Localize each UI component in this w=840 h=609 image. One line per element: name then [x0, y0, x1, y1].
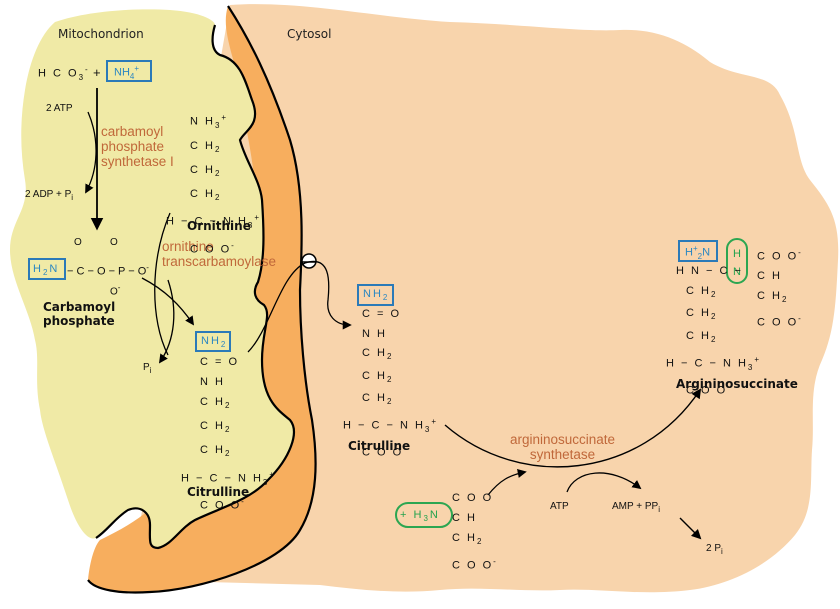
ornithine-name: Ornithine	[187, 219, 251, 233]
cp-bottom-o: O-	[110, 283, 121, 298]
atp-amp-arrow	[566, 472, 642, 493]
cp-backbone: − C − O − P − O-	[67, 263, 149, 278]
carbamoyl-to-citrulline-arrow	[141, 277, 195, 326]
amp-ppi-label: AMP + PPi	[612, 501, 661, 514]
mitochondrion-region	[10, 9, 294, 548]
citrulline-cyto-name: Citrulline	[348, 439, 411, 453]
ass-main-arrow	[444, 388, 702, 468]
argininosuccinate-name: Argininosuccinate	[676, 377, 798, 391]
atp-to-adp-arrow	[85, 111, 97, 194]
aspartate-in-arrow	[487, 468, 527, 496]
cp-top-o2: O	[110, 237, 118, 248]
citrulline-mito-amine: NH2	[201, 335, 228, 350]
bicarbonate: H C O3-	[38, 65, 90, 82]
citrulline-export-arrow	[247, 260, 352, 353]
citrulline-mito-structure: C = O N H C H2 C H2 C H2 H − C − N H3+ C…	[181, 356, 277, 513]
argininosuccinate-link-highlight	[726, 238, 748, 284]
argininosuccinate-left-structure: H N − C − C H2 C H2 C H2 H − C − N H3+ C…	[666, 265, 762, 397]
citrulline-cyto-amine: NH2	[363, 288, 390, 303]
aspartate-structure: C O O C H C H2 C O O-	[452, 492, 498, 572]
citrulline-cyto-amine-box	[357, 284, 394, 306]
argininosuccinate-imine-box	[678, 240, 718, 262]
plus-sign: +	[93, 65, 101, 80]
pi-release-arrow	[158, 279, 175, 364]
pi-released: Pi	[143, 362, 152, 375]
cp-top-o: O	[74, 237, 82, 248]
cp-amine-highlight-box	[28, 258, 66, 280]
two-pi-label: 2 Pi	[706, 543, 723, 556]
argininosuccinate-imine: H+2N	[685, 244, 711, 261]
atp-label: ATP	[550, 501, 569, 512]
atp-input: 2 ATP	[46, 103, 73, 114]
ornithine-structure: N H3+ C H2 C H2 C H2 H − C − N H3+ C O O…	[166, 113, 262, 256]
citrulline-mito-amine-box	[195, 331, 231, 352]
aspartate-amine: + H3N	[400, 509, 440, 524]
citrulline-cyto-structure: C = O N H C H2 C H2 C H2 H − C − N H3+ C…	[343, 308, 439, 460]
ornithine-consumed-arrow	[154, 212, 171, 356]
ammonium-highlight-box	[106, 60, 152, 82]
cp-amine: H2N	[33, 263, 60, 278]
argininosuccinate-right-structure: C O O- C H C H2 C O O-	[757, 248, 803, 329]
cytosol-label: Cytosol	[287, 27, 332, 41]
mitochondrion-label: Mitochondrion	[58, 27, 144, 41]
aspartate-amine-highlight	[395, 502, 453, 528]
ammonium: NH4+	[114, 64, 140, 81]
citrulline-mito-name: Citrulline	[187, 485, 250, 499]
ppi-to-pi-arrow	[679, 517, 702, 540]
adp-output: 2 ADP + Pi	[25, 189, 74, 202]
